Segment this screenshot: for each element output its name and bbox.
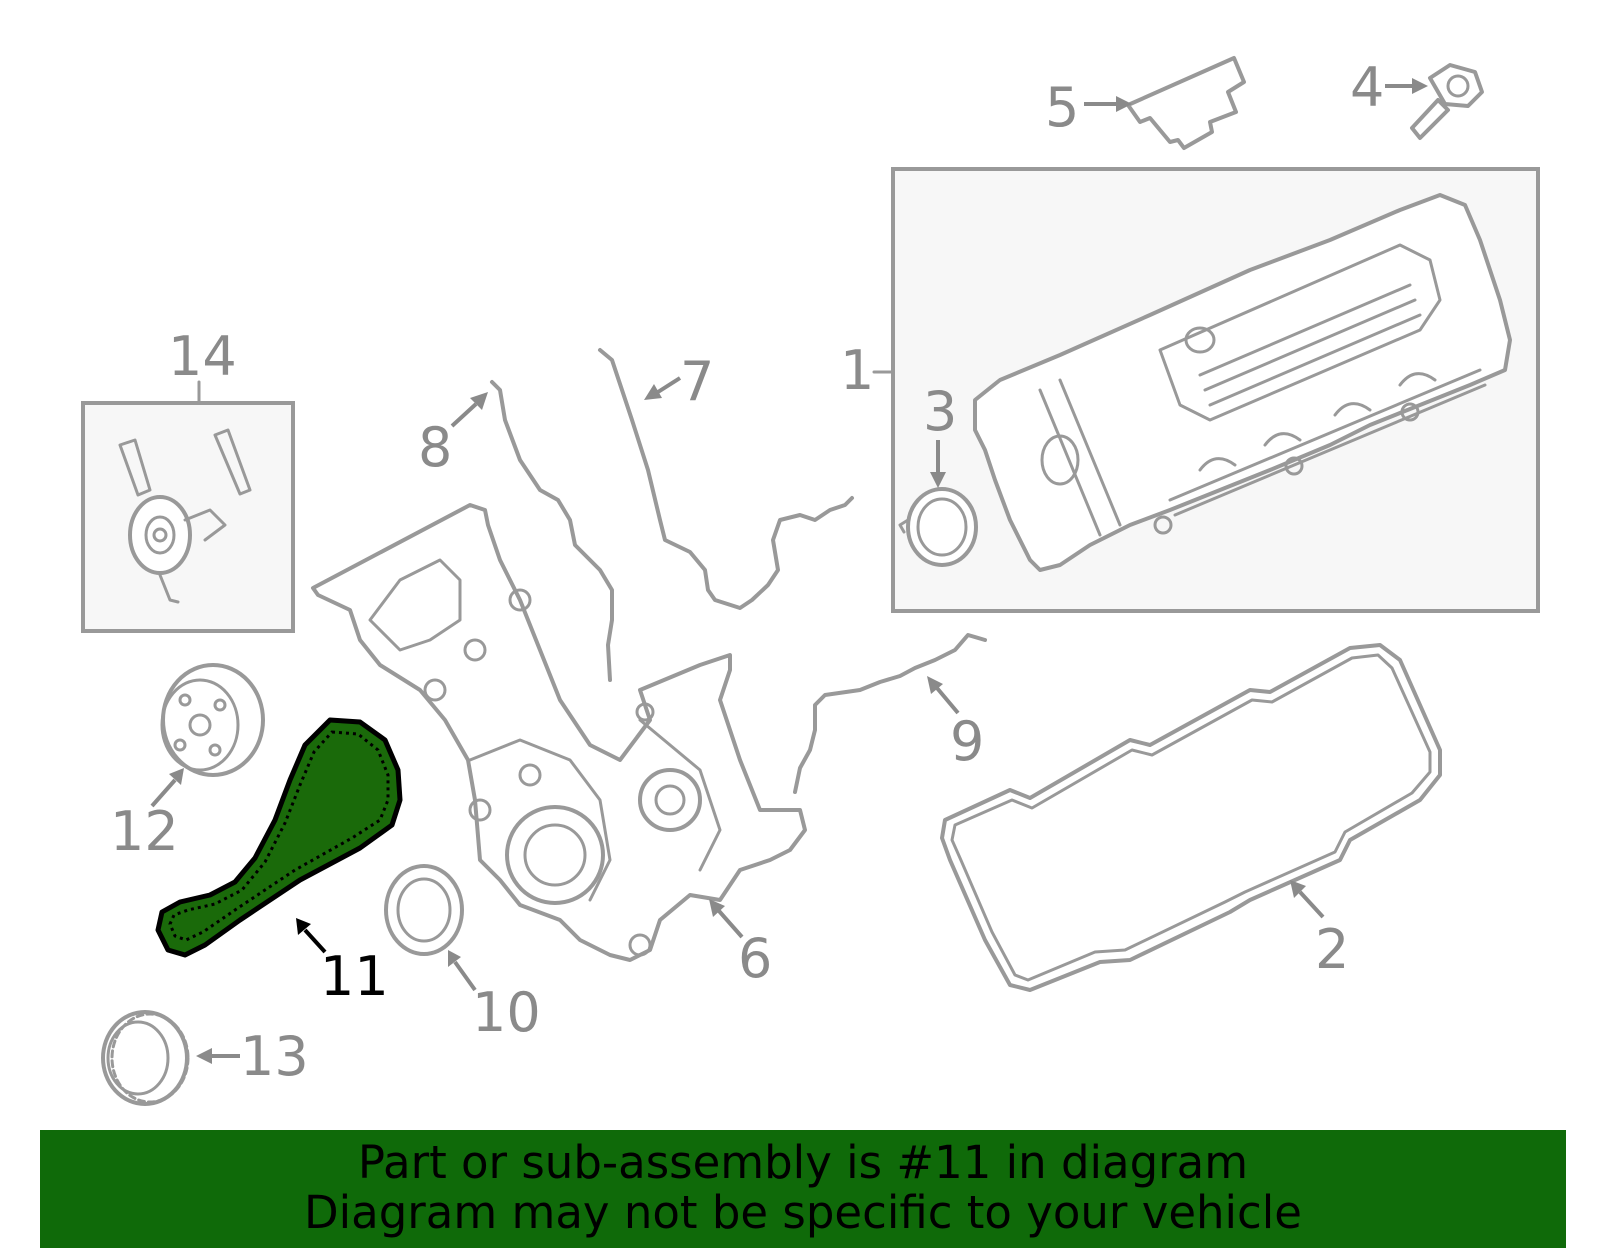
label-7: 7	[680, 350, 714, 413]
arrow-8	[450, 402, 478, 428]
label-3: 3	[923, 380, 957, 443]
arrowhead-3	[930, 472, 946, 488]
label-4: 4	[1350, 56, 1384, 119]
arrowhead-12	[169, 768, 184, 785]
arrowhead-8	[470, 392, 488, 410]
label-9: 9	[950, 710, 984, 773]
label-2: 2	[1315, 918, 1349, 981]
part-6-timing-cover	[311, 503, 807, 962]
part-7-gasket	[598, 348, 854, 610]
arrow-6	[717, 909, 744, 939]
arrow-12	[150, 778, 177, 808]
arrowhead-11	[296, 918, 311, 935]
part-12-sprocket	[160, 663, 265, 777]
label-6: 6	[738, 927, 772, 990]
part-14-tensioner	[118, 428, 252, 604]
label-5: 5	[1045, 76, 1079, 139]
part-3-seal	[898, 487, 978, 567]
label-12: 12	[110, 800, 179, 863]
part-9-gasket	[793, 633, 987, 794]
arrow-10	[453, 960, 477, 992]
arrow-2	[1298, 890, 1325, 919]
arrow-9	[935, 686, 960, 715]
arrowhead-10	[448, 950, 461, 967]
info-banner: Part or sub-assembly is #11 in diagram D…	[40, 1130, 1566, 1248]
part-5-bracket	[1126, 56, 1246, 150]
label-1: 1	[840, 339, 874, 402]
label-14: 14	[168, 325, 237, 388]
label-10: 10	[472, 981, 541, 1044]
arrowhead-7	[644, 384, 662, 400]
arrowhead-2	[1290, 880, 1306, 898]
part-2-gasket	[940, 643, 1442, 992]
part-8-gasket	[490, 380, 614, 682]
part-1-valve-cover	[973, 193, 1512, 572]
arrow-7	[656, 376, 682, 394]
label-8: 8	[418, 416, 452, 479]
label-13: 13	[240, 1025, 309, 1088]
arrowhead-5	[1116, 96, 1132, 112]
arrowhead-4	[1412, 78, 1428, 94]
part-13-sprocket	[101, 1010, 190, 1106]
part-11-timing-chain	[155, 717, 403, 958]
banner-line-1: Part or sub-assembly is #11 in diagram	[357, 1136, 1249, 1189]
label-11: 11	[320, 945, 389, 1008]
arrowhead-13	[196, 1048, 212, 1064]
part-10-seal	[384, 864, 464, 956]
arrow-11	[303, 928, 327, 954]
arrowhead-9	[927, 676, 943, 694]
part-4-bolt	[1410, 63, 1484, 140]
arrowhead-6	[709, 899, 725, 917]
banner-line-2: Diagram may not be specific to your vehi…	[304, 1186, 1302, 1239]
